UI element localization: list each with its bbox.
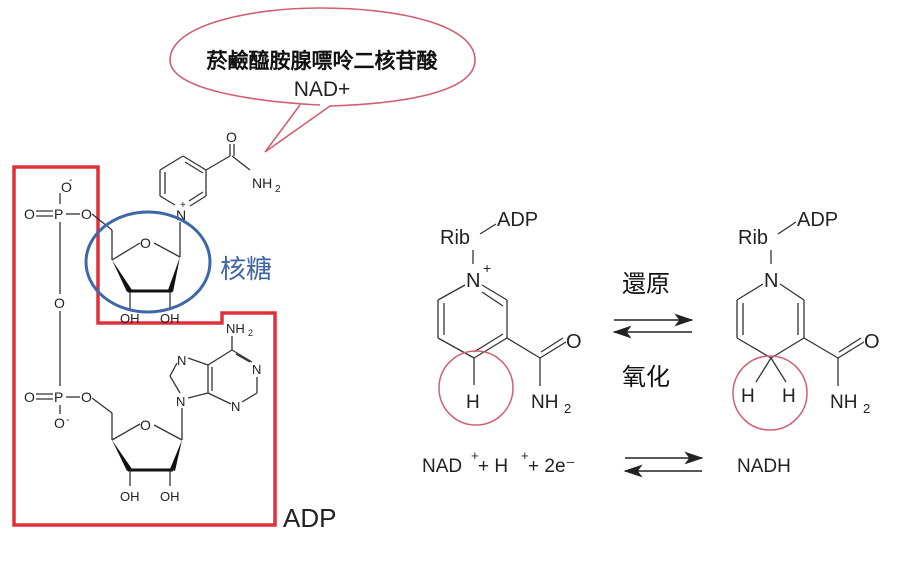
svg-text:2: 2 [564,401,571,416]
svg-text:2: 2 [248,328,253,338]
svg-text:N: N [176,394,185,409]
svg-text:N: N [466,270,480,292]
svg-text:P: P [54,206,63,222]
svg-text:OH: OH [120,489,140,504]
svg-text:Rib: Rib [440,227,470,249]
svg-text:O: O [24,389,35,405]
svg-text:-: - [66,415,69,426]
svg-text:NH: NH [830,392,857,413]
oxidation-label: 氧化 [622,363,670,391]
svg-text:N: N [177,353,186,368]
svg-text:O: O [81,206,92,222]
svg-text:O: O [140,417,151,433]
svg-text:P: P [54,389,63,405]
svg-text:O: O [54,295,65,311]
svg-text:+: + [180,200,186,211]
bubble-subtitle: NAD+ [294,78,351,101]
svg-text:N: N [764,270,778,292]
svg-text:OH: OH [160,489,180,504]
svg-text:+: + [483,260,491,276]
svg-text:O: O [226,129,237,145]
adenine: N N NH 2 N N [169,321,261,414]
svg-text:O: O [566,331,582,353]
redox-equation: NAD + + H + + 2e⁻ NADH [422,448,791,478]
svg-text:N: N [176,207,186,223]
svg-text:+: + [521,448,529,463]
svg-text:ADP: ADP [797,209,838,231]
svg-text:+ H: + H [478,456,508,477]
svg-text:O: O [61,179,72,195]
ribose-bottom: O OH OH [91,397,183,504]
h-highlight-circle-right [732,355,808,431]
svg-text:NH: NH [252,175,272,191]
speech-bubble: 菸鹼醯胺腺嘌呤二核苷酸 NAD+ [169,7,476,153]
svg-text:2: 2 [275,184,281,195]
ribose-label: 核糖 [220,255,272,285]
svg-text:NAD: NAD [422,456,462,477]
svg-text:ADP: ADP [497,209,538,231]
svg-text:O: O [24,206,35,222]
svg-text:O: O [81,389,92,405]
nadh-structure: Rib ADP N H H O NH 2 [736,209,880,416]
svg-text:2: 2 [863,401,870,416]
reduction-label: 還原 [622,270,670,298]
svg-text:-: - [69,175,72,186]
svg-text:O: O [864,331,880,353]
phosphate-bottom: O P O O - [24,389,92,431]
phosphate-top: O - O P O O [24,175,92,386]
nicotinamide-ring: N + O NH 2 [159,129,281,223]
svg-text:NH: NH [531,392,558,413]
svg-text:OH: OH [160,311,180,326]
svg-text:N: N [231,399,240,414]
svg-text:H: H [741,386,755,407]
ribose-highlight-circle [84,210,212,314]
svg-text:OH: OH [120,311,140,326]
svg-text:NH: NH [226,321,245,336]
svg-text:+: + [471,448,479,463]
h-highlight-circle-left [438,350,514,426]
svg-text:H: H [782,386,796,407]
svg-text:O: O [54,415,65,431]
ribose-top: O OH OH [91,213,181,326]
svg-text:H: H [466,392,480,413]
nad-plus-structure: Rib ADP N + H O NH 2 [437,209,582,416]
bubble-title: 菸鹼醯胺腺嘌呤二核苷酸 [207,49,439,73]
svg-text:+ 2e⁻: + 2e⁻ [528,456,576,477]
svg-text:O: O [140,235,151,251]
svg-text:NADH: NADH [737,456,791,477]
svg-text:Rib: Rib [738,227,768,249]
adp-label: ADP [283,503,336,533]
svg-text:N: N [252,362,261,377]
